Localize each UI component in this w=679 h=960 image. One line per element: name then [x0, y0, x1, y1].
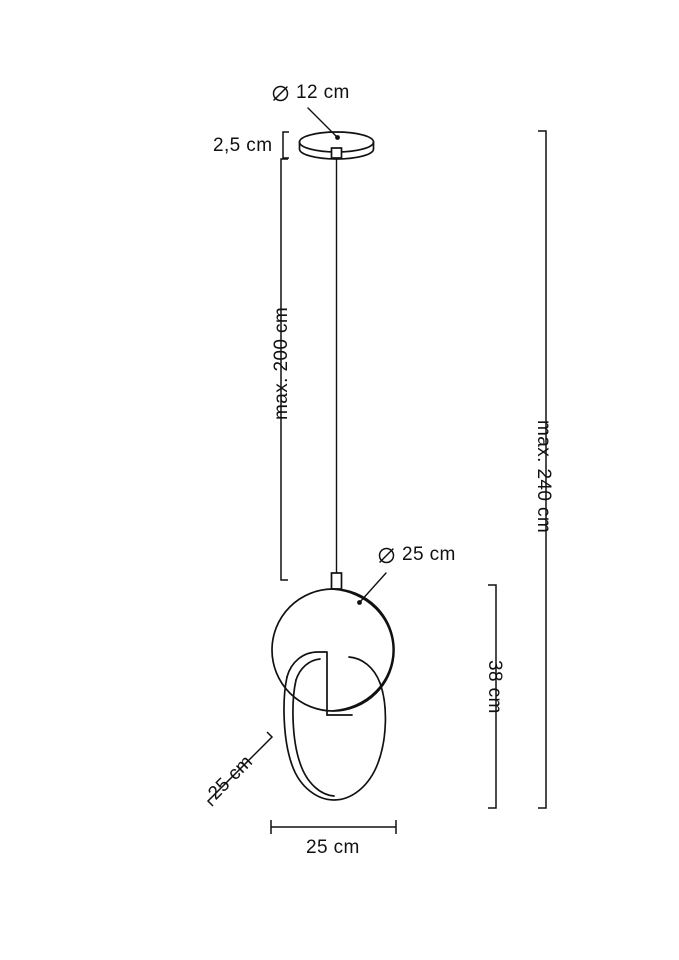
- shade-width-dimension: [271, 820, 396, 834]
- canopy-diameter-leader-dot: [335, 135, 340, 140]
- lamp-shade-lobe-inner: [293, 680, 334, 796]
- total-max-dimension: [538, 131, 546, 808]
- shade-connector: [330, 572, 343, 590]
- suspension-max-label: max. 200 cm: [271, 306, 292, 420]
- lamp-shade-spiral-curl: [287, 652, 327, 715]
- suspension-max-dimension: [281, 159, 288, 580]
- diameter-symbol-icon: [270, 83, 291, 104]
- shade-diameter-leader-line: [360, 573, 386, 602]
- shade-height-dimension: [488, 585, 496, 808]
- canopy-diameter-value: 12 cm: [296, 82, 350, 103]
- diameter-symbol-icon-2: [376, 545, 397, 566]
- suspension-max-dimension-line: [281, 159, 288, 580]
- canopy-connector: [330, 147, 343, 159]
- canopy-diameter-leader: [308, 108, 340, 140]
- shade-height-dimension-line: [488, 585, 496, 808]
- canopy-height-bracket: [283, 132, 289, 158]
- lamp-shade-lobe-outer: [284, 657, 385, 800]
- canopy-diameter-leader-line: [308, 108, 337, 137]
- lamp-shade: [272, 589, 394, 800]
- shade-connector-body: [330, 572, 343, 590]
- canopy-height-bracket-line: [283, 132, 289, 158]
- canopy-diameter-label: 12 cm: [270, 82, 350, 107]
- shade-depth-dimension: [208, 732, 272, 806]
- shade-diameter-leader-dot: [357, 600, 362, 605]
- total-max-label: max. 240 cm: [533, 420, 554, 534]
- shade-width-dimension-line: [271, 820, 396, 834]
- lamp-shade-disc-edge: [334, 589, 394, 711]
- total-max-dimension-line: [538, 131, 546, 808]
- lamp-shade-curl-thickness: [296, 659, 320, 680]
- shade-diameter-value: 25 cm: [402, 544, 456, 565]
- shade-height-label: 38 cm: [484, 660, 505, 714]
- shade-diameter-leader: [357, 573, 386, 605]
- canopy-height-label: 2,5 cm: [213, 135, 273, 156]
- shade-diameter-label: 25 cm: [376, 544, 456, 569]
- shade-depth-dimension-line: [208, 732, 272, 806]
- shade-width-label: 25 cm: [306, 837, 360, 858]
